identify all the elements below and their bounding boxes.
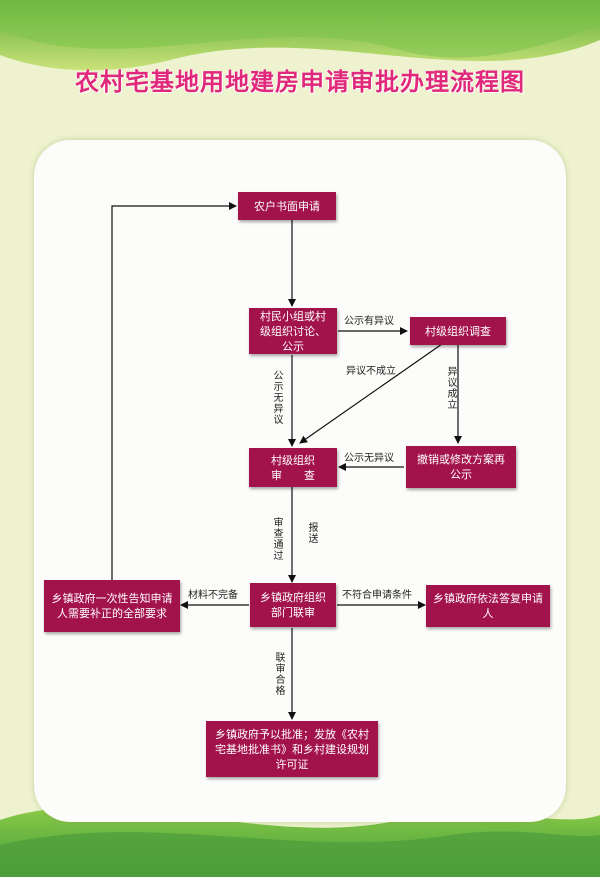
node-joint-review: 乡镇政府组织部门联审 — [250, 583, 336, 627]
node-revise-republish: 撤销或修改方案再公示 — [406, 446, 516, 488]
label-joint-review-passed: 联审合格 — [273, 652, 284, 696]
label-not-eligible: 不符合申请条件 — [342, 590, 412, 601]
edge-resubmit-loop — [111, 202, 237, 580]
node-village-review: 村级组织 审 查 — [249, 448, 337, 487]
edge-objection-invalid — [299, 343, 443, 444]
node-approval: 乡镇政府予以批准；发放《农村宅基地批准书》和乡村建设规划许可证 — [206, 721, 378, 777]
label-no-objection-public: 公示无异议 — [271, 370, 282, 425]
label-review-passed: 审查通过 — [271, 517, 282, 561]
node-farmer-application: 农户书面申请 — [238, 192, 336, 220]
label-report: 报送 — [306, 522, 317, 544]
label-no-objection-revised: 公示无异议 — [344, 453, 394, 464]
node-legal-reply: 乡镇政府依法答复申请人 — [426, 585, 550, 627]
page-title: 农村宅基地用地建房申请审批办理流程图 — [75, 68, 525, 96]
node-notify-supplement: 乡镇政府一次性告知申请人需要补正的全部要求 — [44, 580, 180, 632]
label-objection-invalid: 异议不成立 — [346, 366, 396, 377]
label-objection-valid: 异议成立 — [445, 366, 456, 410]
label-materials-incomplete: 材料不完备 — [188, 590, 238, 601]
label-public-objection: 公示有异议 — [344, 316, 394, 327]
node-village-investigation: 村级组织调查 — [410, 317, 506, 345]
node-village-discussion: 村民小组或村级组织讨论、公示 — [249, 308, 337, 354]
